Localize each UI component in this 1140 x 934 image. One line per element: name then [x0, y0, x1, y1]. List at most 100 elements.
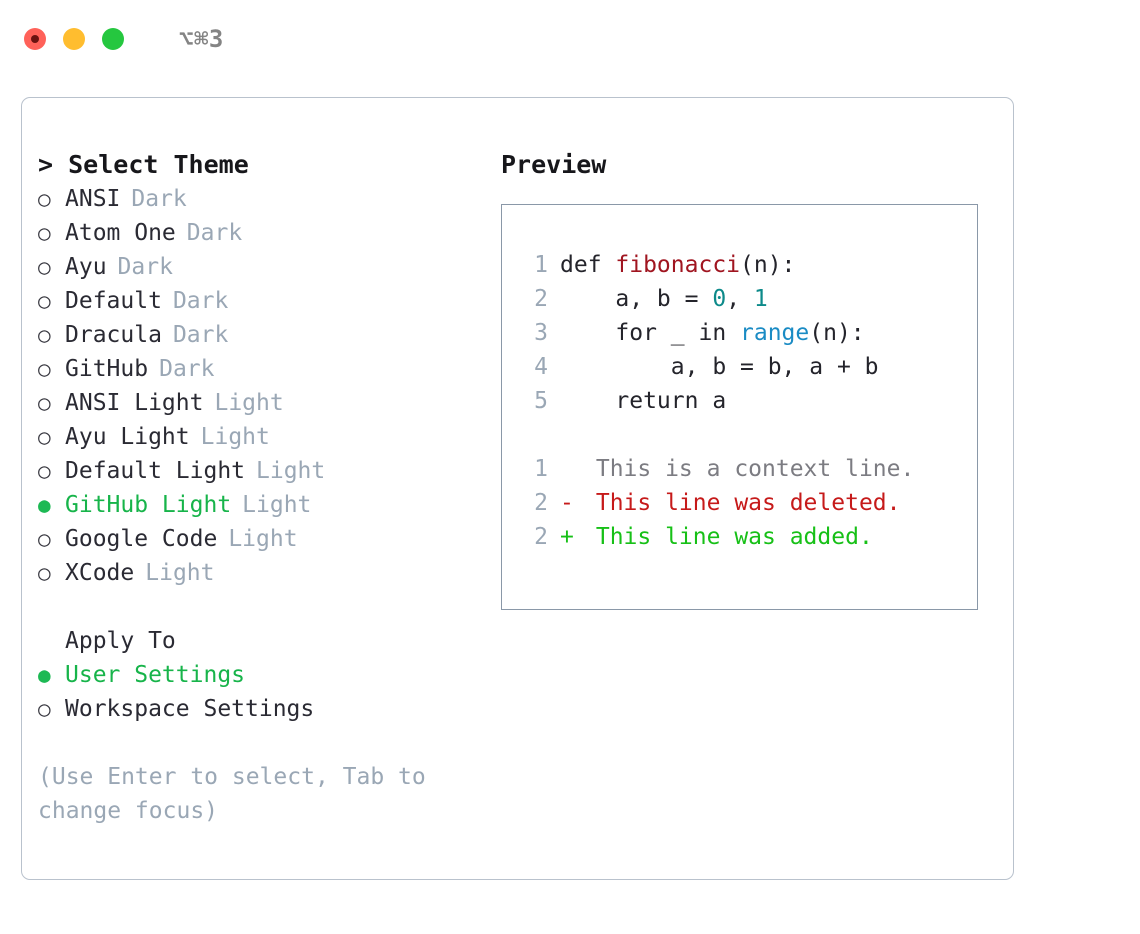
radio-unselected-icon: ○ — [38, 527, 51, 551]
keyboard-shortcut-label: ⌥⌘3 — [179, 25, 224, 53]
theme-option-variant: Light — [256, 458, 326, 484]
radio-unselected-icon: ○ — [38, 697, 51, 721]
code-token-plain: for _ in — [560, 320, 741, 346]
code-token-plain: (n): — [809, 320, 865, 346]
diff-line-context: 1 This is a context line. — [502, 452, 977, 486]
radio-unselected-icon: ○ — [38, 187, 51, 211]
line-number: 1 — [534, 252, 548, 278]
radio-selected-icon: ● — [38, 493, 51, 517]
code-line-text: for _ in range(n): — [560, 316, 865, 350]
theme-option-variant: Dark — [117, 254, 173, 280]
theme-option-label: XCode — [65, 560, 135, 586]
close-button[interactable] — [24, 28, 46, 50]
theme-option-google-code[interactable]: ○ Google Code Light — [38, 522, 468, 556]
radio-unselected-icon: ○ — [38, 459, 51, 483]
code-line-text: def fibonacci(n): — [560, 248, 795, 282]
code-line: 5 return a — [502, 384, 977, 418]
apply-to-list[interactable]: ●User Settings ○ Workspace Settings — [38, 658, 468, 726]
theme-option-variant: Dark — [172, 288, 229, 314]
theme-option-label: GitHub — [65, 356, 149, 382]
diff-sample: 1 This is a context line.2- This line wa… — [502, 452, 977, 554]
radio-unselected-icon: ○ — [38, 221, 51, 245]
apply-to-option-user-settings[interactable]: ●User Settings — [38, 658, 468, 692]
radio-unselected-icon: ○ — [38, 357, 51, 381]
page-title: > Select Theme — [38, 148, 468, 182]
code-line: 1 def fibonacci(n): — [502, 248, 977, 282]
preview-title: Preview — [501, 150, 607, 179]
page-title-text: Select Theme — [68, 150, 249, 179]
diff-marker: + — [560, 524, 574, 550]
code-token-plain: return a — [560, 388, 727, 414]
theme-option-variant: Light — [145, 560, 215, 586]
radio-unselected-icon: ○ — [38, 561, 51, 585]
theme-option-variant: Light — [200, 424, 270, 450]
code-token-def: def — [560, 252, 616, 278]
theme-option-variant: Dark — [131, 186, 187, 212]
diff-line-text: This line was deleted. — [582, 490, 901, 516]
code-line-text: a, b = 0, 1 — [560, 282, 768, 316]
line-number: 1 — [534, 456, 548, 482]
code-token-plain: , — [726, 286, 754, 312]
radio-selected-icon: ● — [38, 663, 51, 687]
line-number: 5 — [534, 388, 548, 414]
code-line: 3 for _ in range(n): — [502, 316, 977, 350]
line-number: 2 — [534, 490, 548, 516]
line-number: 3 — [534, 320, 548, 346]
theme-option-variant: Dark — [159, 356, 215, 382]
apply-to-option-workspace-settings[interactable]: ○ Workspace Settings — [38, 692, 468, 726]
apply-to-heading: Apply To — [65, 628, 176, 654]
spacer — [502, 418, 977, 452]
theme-option-github[interactable]: ○ GitHub Dark — [38, 352, 468, 386]
radio-unselected-icon: ○ — [38, 289, 51, 313]
theme-option-label: GitHub Light — [65, 492, 232, 518]
minimize-button[interactable] — [63, 28, 85, 50]
code-token-num: 1 — [753, 286, 768, 312]
code-token-plain: (n): — [740, 252, 796, 278]
theme-option-xcode[interactable]: ○ XCode Light — [38, 556, 468, 590]
code-line: 2 a, b = 0, 1 — [502, 282, 977, 316]
theme-option-label: Atom One — [65, 220, 176, 246]
diff-marker — [560, 452, 582, 486]
radio-unselected-icon: ○ — [38, 391, 51, 415]
diff-marker: - — [560, 490, 574, 516]
code-line-text: a, b = b, a + b — [560, 350, 879, 384]
diff-line-text: This is a context line. — [582, 456, 915, 482]
theme-option-variant: Dark — [172, 322, 229, 348]
theme-option-default[interactable]: ○ Default Dark — [38, 284, 468, 318]
theme-option-variant: Light — [242, 492, 312, 518]
radio-unselected-icon: ○ — [38, 323, 51, 347]
theme-option-variant: Light — [228, 526, 298, 552]
theme-option-label: Default — [65, 288, 162, 314]
keyboard-hint: (Use Enter to select, Tab to change focu… — [38, 764, 440, 824]
diff-line-add: 2+ This line was added. — [502, 520, 977, 554]
theme-option-label: Ayu — [65, 254, 107, 280]
line-number: 4 — [534, 354, 548, 380]
apply-to-option-label: Workspace Settings — [65, 696, 315, 722]
code-token-num: 0 — [712, 286, 727, 312]
theme-option-label: Google Code — [65, 526, 218, 552]
theme-option-github-light[interactable]: ● GitHub Light Light — [38, 488, 468, 522]
code-token-plain: a, b = — [560, 286, 713, 312]
theme-option-ayu[interactable]: ○ Ayu Dark — [38, 250, 468, 284]
maximize-button[interactable] — [102, 28, 124, 50]
line-number: 2 — [534, 286, 548, 312]
theme-option-label: Ayu Light — [65, 424, 190, 450]
code-token-builtin: range — [740, 320, 810, 346]
theme-option-dracula[interactable]: ○ Dracula Dark — [38, 318, 468, 352]
diff-line-text: This line was added. — [582, 524, 873, 550]
spacer — [38, 590, 468, 624]
theme-option-label: ANSI Light — [65, 390, 204, 416]
theme-option-label: Dracula — [65, 322, 162, 348]
code-token-plain: a, b = b, a + b — [560, 354, 879, 380]
radio-unselected-icon: ○ — [38, 255, 51, 279]
diff-line-del: 2- This line was deleted. — [502, 486, 977, 520]
